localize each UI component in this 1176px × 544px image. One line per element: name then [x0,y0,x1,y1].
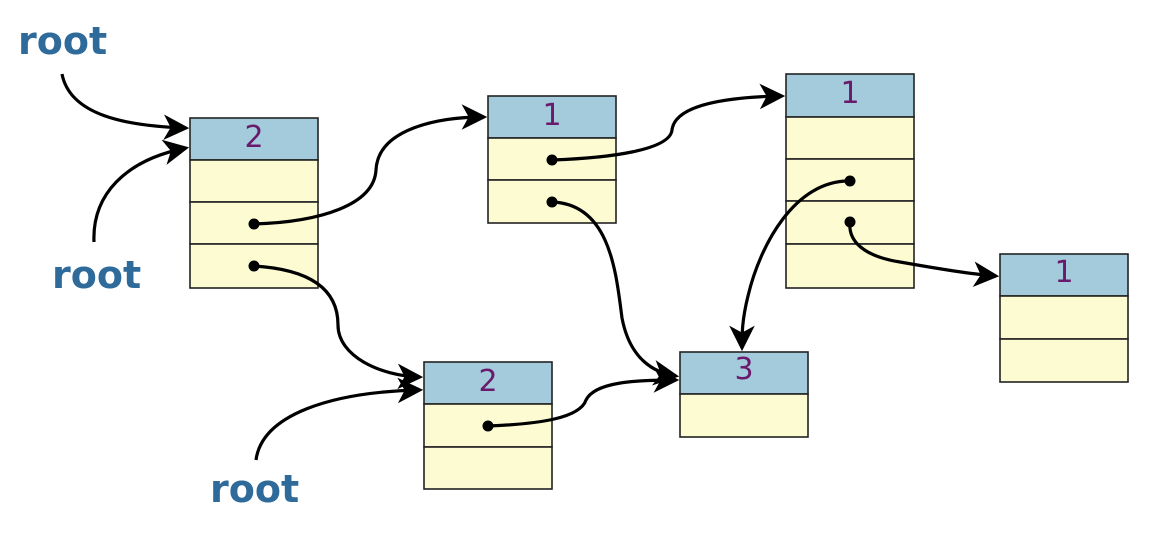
node-1-count: 2 [244,120,263,155]
root-label-middle: root [52,253,141,297]
arrow-node-2-to-node-3 [551,83,786,162]
node-3-field-1 [785,116,915,160]
arrow-node-4-to-node-5 [487,367,680,428]
arrow-root-middle-to-node-1 [92,139,190,243]
node-5-count: 3 [734,352,753,387]
pointer-dot-node-2-field-1 [546,154,558,166]
node-3-count: 1 [840,76,859,111]
node-6-field-1 [999,295,1129,340]
node-2-count: 1 [542,98,561,133]
arrow-node-1-to-node-2 [253,104,488,226]
arrow-node-3-to-node-5 [729,179,851,352]
pointer-dot-node-3-field-3 [844,216,856,228]
node-6: 1 [999,253,1129,383]
node-4-header [423,361,553,405]
node-3-field-4 [785,243,915,289]
node-5-field-1 [679,393,809,438]
node-1-field-1 [189,159,319,203]
node-6-count: 1 [1054,255,1073,290]
node-4-field-2 [423,446,553,490]
node-5-header [679,351,809,395]
node-1-header [189,117,319,161]
pointer-dot-node-1-field-2 [248,218,260,230]
node-5: 3 [679,351,809,438]
arrow-node-2-to-node-5 [551,200,680,386]
node-6-field-2 [999,338,1129,383]
root-label-top: root [18,19,107,63]
node-1: 2 [189,117,319,289]
arrow-node-1-to-node-4 [253,264,424,390]
arrow-root-bottom-to-node-4 [254,377,424,461]
node-4: 2 [423,361,553,490]
node-4-count: 2 [478,364,497,399]
pointer-dot-node-4-field-1 [482,420,494,432]
pointer-dot-node-1-field-3 [248,260,260,272]
node-6-header [999,253,1129,297]
arrow-node-3-to-node-6 [848,221,1000,288]
root-label-bottom: root [210,467,299,511]
pointer-dot-node-3-field-2 [844,175,856,187]
arrow-root-top-to-node-1 [60,73,190,141]
pointer-dot-node-2-field-2 [546,196,558,208]
node-2: 1 [487,95,617,224]
